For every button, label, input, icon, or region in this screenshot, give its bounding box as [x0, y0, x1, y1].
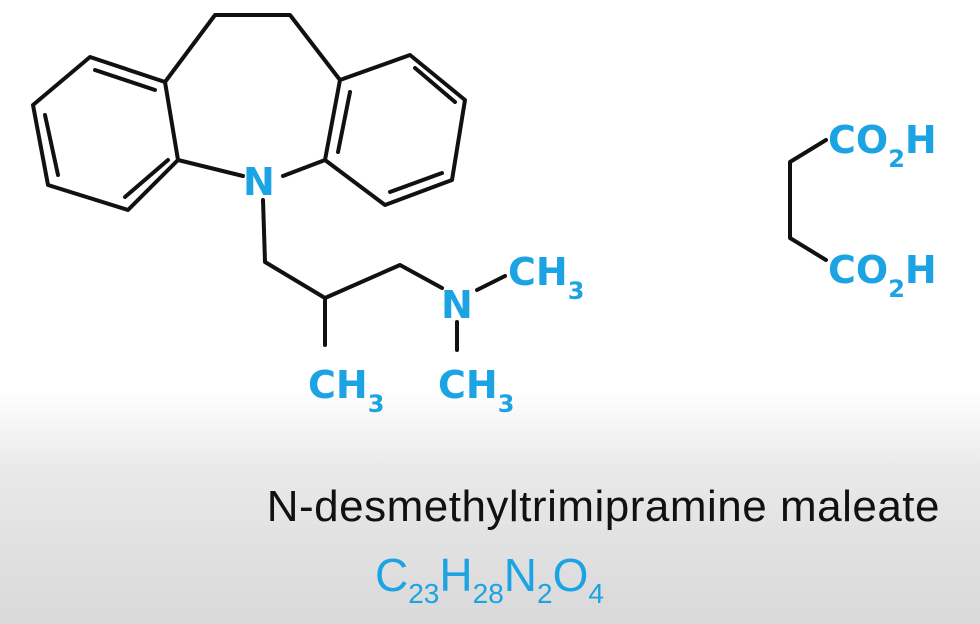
n-methyl-1-label: CH3 — [508, 250, 584, 305]
maleate-chain — [788, 138, 828, 262]
molecular-formula: C23H28N2O4 — [375, 549, 604, 609]
n-methyl-2-label: CH3 — [438, 363, 514, 418]
ethylene-bridge — [163, 13, 342, 84]
ring-nitrogen-label: N — [243, 160, 275, 204]
amine-nitrogen-label: N — [441, 283, 473, 327]
right-benzene-ring — [323, 53, 467, 207]
left-benzene-ring — [31, 55, 180, 212]
chain-methyl-label: CH3 — [308, 363, 384, 418]
compound-name: N-desmethyltrimipramine maleate — [266, 482, 940, 531]
atom-labels: N N CH3 CH3 CH3 CO2H CO2H — [243, 118, 937, 418]
carboxyl-2-label: CO2H — [828, 248, 937, 303]
bonds — [31, 13, 828, 352]
propyl-chain — [261, 198, 444, 300]
carboxyl-1-label: CO2H — [828, 118, 937, 173]
